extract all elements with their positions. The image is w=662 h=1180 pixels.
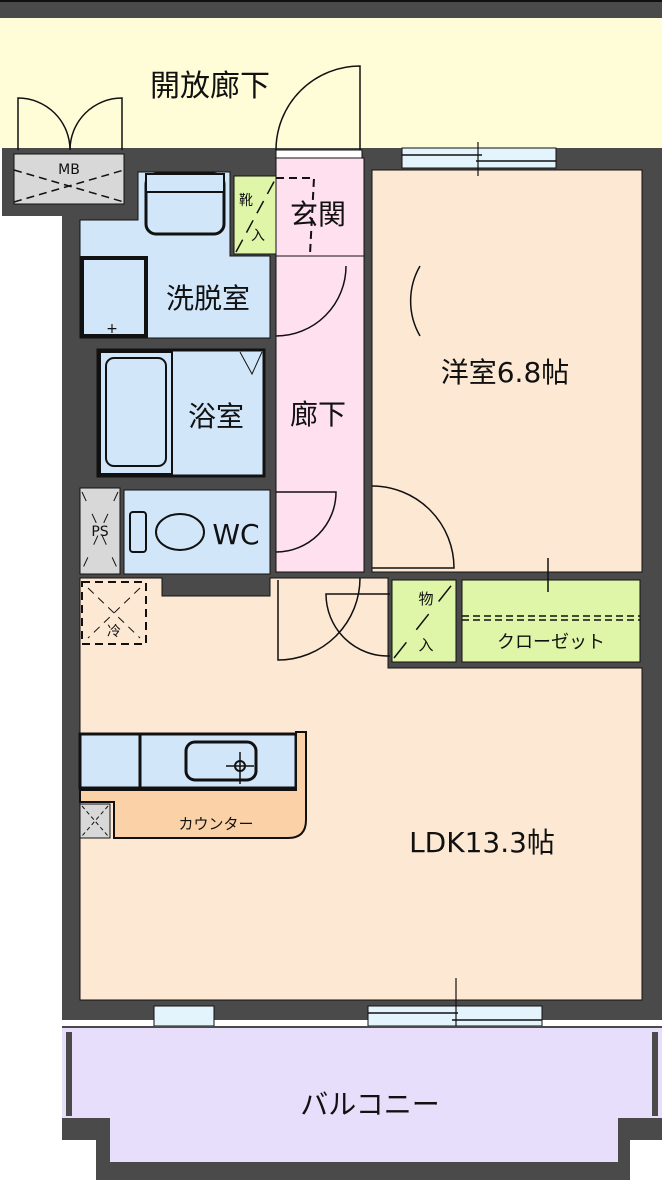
shoe-storage[interactable] <box>233 175 277 255</box>
top-wall <box>0 0 662 18</box>
washing-machine[interactable] <box>80 256 148 338</box>
mb-box[interactable] <box>13 153 125 205</box>
ldk-label: LDK13.3帖 <box>409 826 555 859</box>
fridge-label: 冷 <box>107 624 121 640</box>
counter[interactable] <box>79 731 307 839</box>
balcony-door-window[interactable] <box>153 1005 215 1027</box>
washroom-label: 洗脱室 <box>166 282 250 315</box>
bathroom-label: 浴室 <box>188 400 244 433</box>
fridge-space[interactable] <box>81 581 147 645</box>
wc-label: WC <box>212 518 259 551</box>
toilet-bowl[interactable] <box>155 513 205 551</box>
window-ldk[interactable] <box>367 1005 543 1027</box>
sink[interactable] <box>184 740 258 782</box>
balcony-label: バルコニー <box>300 1088 439 1121</box>
hallway[interactable] <box>275 255 365 573</box>
balcony[interactable] <box>62 1028 662 1162</box>
open-corridor-area[interactable] <box>0 18 662 148</box>
closet[interactable] <box>461 579 641 663</box>
counter-label: カウンター <box>178 815 253 833</box>
storage-label-top: 物 <box>418 590 433 608</box>
window-western-room[interactable] <box>401 147 557 169</box>
closet-label: クローゼット <box>497 632 605 653</box>
toilet-tank[interactable] <box>129 511 147 553</box>
entrance-label: 玄関 <box>290 198 346 231</box>
mb-label: MB <box>58 162 80 178</box>
hallway-label: 廊下 <box>290 398 346 431</box>
kitchen-duct[interactable] <box>79 803 111 839</box>
western-room[interactable] <box>371 169 643 573</box>
ps-label: PS <box>91 524 108 540</box>
ldk[interactable] <box>79 577 643 1001</box>
shoe-storage-label-top: 靴 <box>239 193 253 209</box>
storage-label-bottom: 入 <box>418 636 433 654</box>
open-corridor-label: 開放廊下 <box>150 69 270 104</box>
western-room-label: 洋室6.8帖 <box>441 356 570 389</box>
shoe-storage-label-bottom: 入 <box>251 228 265 244</box>
svg-text:+: + <box>106 321 118 337</box>
